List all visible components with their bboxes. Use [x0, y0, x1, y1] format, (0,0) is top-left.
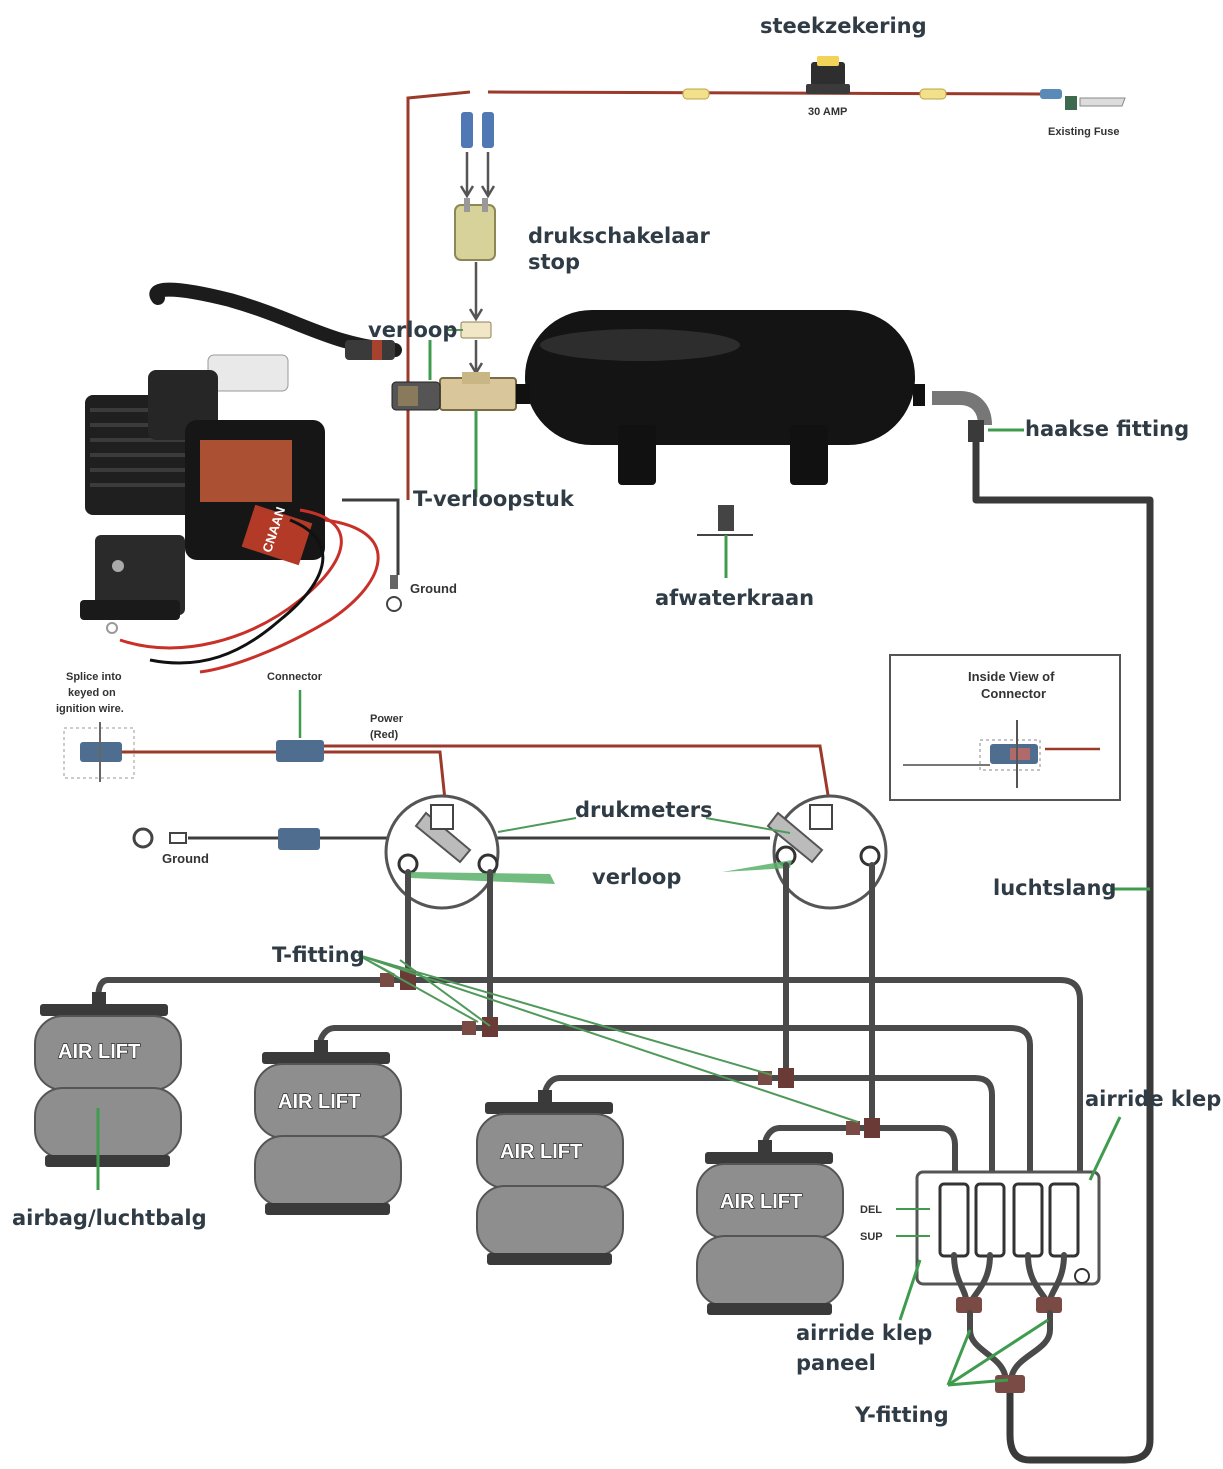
power-red-label: (Red) — [370, 729, 398, 741]
inside-view-connector-label: Connector — [981, 686, 1046, 701]
butt-connector-icon — [682, 88, 710, 100]
sup-label: SUP — [860, 1231, 883, 1243]
connector-icon — [278, 828, 320, 850]
del-label: DEL — [860, 1204, 882, 1216]
drukmeters-pointer-right — [705, 817, 791, 834]
y-fitting-network — [946, 1252, 1067, 1393]
main-air-line — [972, 442, 1154, 1464]
fuse-tap-icon — [1040, 89, 1126, 110]
amp-rating-label: 30 AMP — [808, 106, 847, 118]
power-circuit: steekzekering 30 AMP Existing Fuse — [406, 14, 1126, 500]
connector-icon — [276, 740, 324, 762]
verloop-mid-label: verloop — [592, 865, 681, 889]
t-fitting-pointers — [357, 954, 859, 1123]
valve-panel-icon: DEL SUP — [860, 1170, 1101, 1286]
pressure-switch-icon — [454, 198, 496, 261]
air-spring-4: AIR LIFT — [696, 1125, 844, 1315]
air-spring-1: AIR LIFT — [34, 977, 182, 1190]
verloop-reducer-icon — [460, 321, 492, 339]
drain-valve-icon — [697, 505, 753, 578]
y-fitting-icon — [956, 1297, 982, 1313]
afwaterkraan-label: afwaterkraan — [655, 586, 814, 610]
ground-ring-icon — [132, 827, 154, 849]
existing-fuse-label: Existing Fuse — [1048, 126, 1120, 138]
haakse-fitting-label: haakse fitting — [1025, 417, 1189, 441]
fuse-icon — [806, 56, 850, 94]
drukschakelaar-label: drukschakelaar — [528, 224, 711, 248]
inside-view-label: Inside View of — [968, 669, 1055, 684]
air-spring-2-brand: AIR LIFT — [278, 1091, 360, 1113]
steekzekering-label: steekzekering — [760, 14, 927, 38]
check-valve-icon — [391, 381, 441, 411]
y-fitting-icon — [1036, 1297, 1062, 1313]
splice-label-2: keyed on — [68, 687, 116, 699]
drukmeters-label: drukmeters — [575, 798, 713, 822]
connector-label: Connector — [267, 671, 323, 683]
haakse-fitting-icon — [932, 391, 992, 442]
air-spring-4-brand: AIR LIFT — [720, 1191, 802, 1213]
verloop-pointer-left — [410, 872, 555, 884]
verloop-top-label: verloop — [368, 318, 457, 342]
ground-mid-label: Ground — [162, 851, 209, 866]
airride-klep-label: airride klep — [1085, 1087, 1221, 1111]
air-tank-icon — [516, 310, 925, 485]
ground-ring-icon — [386, 596, 402, 612]
spade-connector-icon — [482, 112, 494, 148]
pressure-gauge-right — [766, 794, 888, 910]
luchtslang-label: luchtslang — [993, 876, 1116, 900]
verloop-pointer-right — [722, 860, 792, 872]
air-spring-3: AIR LIFT — [476, 1075, 624, 1265]
splice-label-1: Splice into — [66, 671, 122, 683]
drukschakelaar-stop-label: stop — [528, 250, 580, 274]
t-verloopstuk-label: T-verloopstuk — [413, 487, 575, 511]
air-spring-2: AIR LIFT — [254, 1025, 402, 1215]
air-spring-3-brand: AIR LIFT — [500, 1141, 582, 1163]
compressor-icon: CNAAN — [80, 282, 402, 620]
compressor-wiring: Ground — [106, 498, 457, 674]
splice-label-3: ignition wire. — [56, 703, 124, 715]
airride-klep-pointer — [1088, 1116, 1122, 1181]
ground-top-label: Ground — [410, 581, 457, 596]
airride-klep-paneel-label-2: paneel — [796, 1351, 876, 1375]
t-fitting-label: T-fitting — [272, 943, 365, 967]
inside-view-box: Inside View of Connector — [889, 654, 1121, 801]
airride-klep-paneel-pointer — [898, 1259, 922, 1321]
airbag-label: airbag/luchtbalg — [12, 1206, 207, 1230]
power-label: Power — [370, 713, 404, 725]
y-fitting-icon — [995, 1375, 1025, 1393]
y-fitting-label: Y-fitting — [854, 1403, 949, 1427]
pressure-switch-assembly: drukschakelaar stop verloop T-verloopstu… — [368, 112, 711, 511]
t-verloopstuk-icon — [439, 372, 517, 411]
drukmeters-pointer-left — [497, 817, 577, 833]
air-spring-1-brand: AIR LIFT — [58, 1041, 140, 1063]
spade-connector-icon — [461, 112, 473, 148]
airride-klep-paneel-label: airride klep — [796, 1321, 932, 1345]
butt-connector-icon — [919, 88, 947, 100]
pressure-gauge-left — [384, 794, 500, 910]
hose-network — [105, 862, 1083, 1183]
